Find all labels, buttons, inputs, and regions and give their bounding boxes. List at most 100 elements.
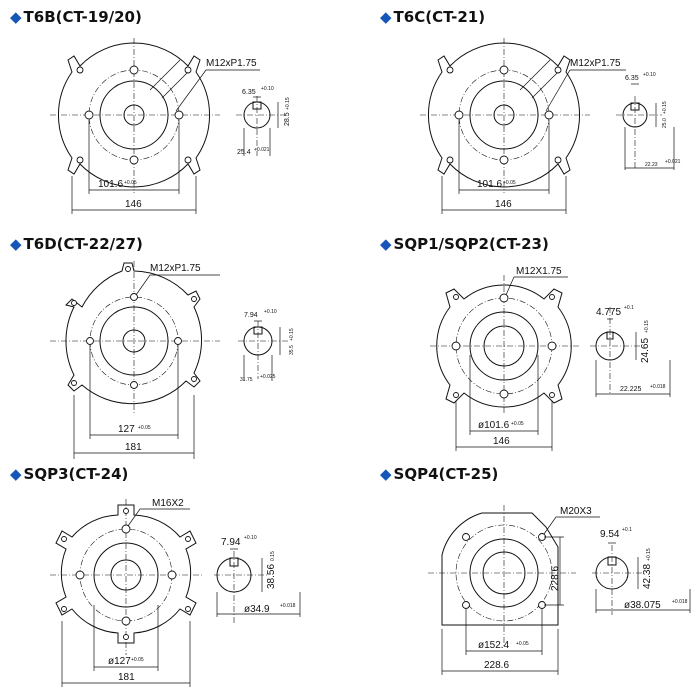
key-label: 7.94: [221, 537, 241, 548]
leader-line: [545, 69, 626, 112]
bolt-circle-label: 101.6: [477, 179, 502, 190]
panel-title: ◆T6D(CT-22/27): [10, 235, 143, 253]
mount-hole: [125, 266, 131, 272]
mount-hole: [61, 536, 67, 542]
mount-hole: [549, 392, 555, 398]
mount-hole: [76, 66, 84, 74]
bolt-hole: [462, 601, 470, 609]
shaft-height-tol: +0.15: [662, 101, 668, 114]
shaft-dia-label: 22.225: [620, 386, 642, 393]
bolt-hole: [499, 65, 509, 75]
bolt-hole: [129, 155, 139, 165]
mount-hole: [71, 380, 77, 386]
bolt-circle-label: 101.6: [98, 179, 123, 190]
diamond-bullet-icon: ◆: [380, 465, 392, 483]
bolt-circle-label: ø152.4: [478, 640, 510, 651]
bolt-hole: [75, 570, 85, 580]
thread-label: M12X1.75: [516, 266, 562, 277]
bolt-hole: [86, 337, 94, 345]
leader-line: [543, 516, 600, 535]
key-tol: +0.10: [244, 535, 257, 541]
bolt-circle-tol: +0.05: [516, 641, 529, 647]
leader-line: [127, 508, 190, 527]
bolt-hole: [451, 341, 461, 351]
mount-hole: [191, 376, 197, 382]
mount-hole: [123, 508, 129, 514]
shaft-dia-tol: +0.021: [254, 147, 270, 153]
panel-t6d: ◆T6D(CT-22/27) M12xP1.75 127 +0.05 181 7…: [10, 235, 360, 468]
bolt-hole: [174, 337, 182, 345]
width-label: 228.6: [484, 660, 509, 671]
shaft-height-label: 25.0: [662, 118, 668, 128]
port-line: [149, 59, 181, 91]
panel-t6b: ◆T6B(CT-19/20) M12xP1.75 101.6 +0.05 146: [10, 8, 360, 241]
panel-title-text: T6C(CT-21): [393, 8, 486, 26]
mount-hole: [446, 156, 454, 164]
bolt-hole: [454, 110, 464, 120]
bolt-hole: [129, 65, 139, 75]
key-label: 6.35: [625, 75, 639, 82]
shaft-bore: [110, 559, 142, 591]
mount-hole: [453, 392, 459, 398]
width-label: 181: [118, 672, 135, 683]
key-tol: +0.10: [643, 72, 656, 78]
bolt-hole: [499, 293, 509, 303]
bolt-circle-label: 127: [118, 424, 135, 435]
diamond-bullet-icon: ◆: [380, 235, 392, 253]
thread-label: M16X2: [152, 498, 184, 509]
thread-label: M20X3: [560, 506, 592, 517]
bolt-hole: [547, 341, 557, 351]
key-tol: +0.1: [622, 527, 632, 533]
flange-outline: [65, 262, 203, 405]
pilot-circle: [93, 542, 159, 608]
shaft-dia-label: ø38.075: [624, 600, 661, 611]
bolt-hole: [499, 389, 509, 399]
panel-sqp1: ◆SQP1/SQP2(CT-23) M12X1.75 ø101.6 +0.05 …: [380, 235, 700, 468]
mount-hole: [554, 66, 562, 74]
shaft-dia-label: 25.4: [237, 149, 251, 156]
mount-hole: [184, 66, 192, 74]
width-label: 146: [495, 199, 512, 210]
shaft-height-tol: 0.15: [270, 551, 276, 561]
flange-outline: [436, 284, 572, 408]
shaft-height-label: 24.65: [640, 338, 651, 363]
bolt-circle-tol: +0.05: [503, 180, 516, 186]
key-tol: +0.10: [261, 86, 274, 92]
key-tol: +0.10: [264, 309, 277, 315]
bolt-circle-label: ø101.6: [478, 420, 510, 431]
bolt-circle-tol: +0.05: [131, 657, 144, 663]
mount-hole: [549, 294, 555, 300]
shaft-dia-label: ø34.9: [244, 604, 270, 615]
bolt-hole: [121, 616, 131, 626]
mount-hole: [453, 294, 459, 300]
diamond-bullet-icon: ◆: [380, 8, 392, 26]
panel-title: ◆SQP4(CT-25): [380, 465, 498, 483]
panel-title: ◆T6B(CT-19/20): [10, 8, 142, 26]
shaft-height-tol: +0.15: [285, 97, 291, 110]
shaft-dia-tol: +0.018: [672, 599, 688, 605]
width-label: 181: [125, 442, 142, 453]
shaft-height-tol: +0.15: [644, 320, 650, 333]
flange-outline: [58, 42, 210, 188]
panel-title: ◆SQP3(CT-24): [10, 465, 128, 483]
port-line: [531, 69, 561, 99]
flange-height-label: 228.6: [550, 566, 561, 591]
drawing-sqp3: M16X2 ø127 +0.05 181 7.94 +0.10 38.56 0.…: [50, 498, 301, 687]
mount-hole: [184, 156, 192, 164]
panel-title: ◆T6C(CT-21): [380, 8, 485, 26]
bolt-hole: [84, 110, 94, 120]
bolt-hole: [121, 524, 131, 534]
mount-hole: [185, 606, 191, 612]
leader-line: [135, 274, 220, 296]
shaft-height-tol: +0.15: [646, 548, 652, 561]
flange-outline: [441, 512, 559, 626]
key-label: 4.775: [596, 307, 621, 318]
leader-line: [175, 69, 260, 112]
mount-hole: [123, 634, 129, 640]
bolt-hole: [167, 570, 177, 580]
shaft-dia-tol: +0.025: [260, 374, 276, 380]
bolt-hole: [130, 381, 138, 389]
bolt-hole: [174, 110, 184, 120]
bolt-circle-tol: +0.05: [511, 421, 524, 427]
thread-label: M12xP1.75: [150, 263, 201, 274]
